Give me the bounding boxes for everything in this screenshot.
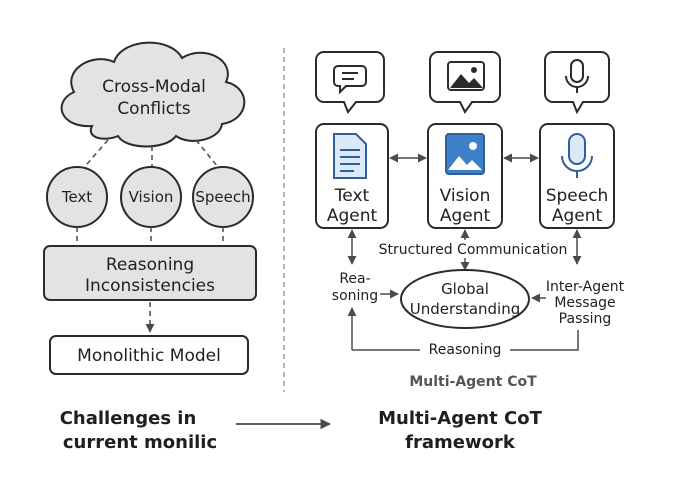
- reasoning-bottom-label: Reasoning: [429, 342, 502, 358]
- text-agent-bubble: [315, 51, 385, 114]
- chat-icon: [333, 65, 367, 95]
- structured-communication-bg: [378, 240, 568, 258]
- modality-text-label: Text: [61, 188, 92, 206]
- microphone-icon: [565, 59, 589, 93]
- monolithic-model-label: Monolithic Model: [77, 346, 221, 366]
- message-passing-line1: Inter-Agent: [546, 279, 625, 295]
- vision-agent-line2: Agent: [440, 206, 491, 226]
- cloud-to-modalities-links: [79, 139, 223, 173]
- left-title-line2: current monilic: [63, 432, 217, 453]
- modality-vision-label: Vision: [129, 188, 174, 206]
- global-understanding-line2: Understanding: [410, 300, 521, 318]
- side-reasoning-line2: soning: [332, 288, 378, 304]
- reasoning-title-line1: Reasoning: [106, 255, 194, 275]
- cloud-title-line2: Conflicts: [117, 99, 190, 119]
- reasoning-bottom-bg: [420, 340, 510, 358]
- modality-speech-circle: Speech: [192, 166, 254, 228]
- cross-modal-conflicts-cloud: Cross-Modal Conflicts: [60, 41, 246, 148]
- cloud-title-line1: Cross-Modal: [102, 77, 206, 97]
- monolithic-model-box: Monolithic Model: [49, 335, 249, 375]
- vision-agent-line1: Vision: [440, 186, 491, 206]
- speech-agent-line1: Speech: [546, 186, 609, 206]
- reasoning-inconsistencies-box: Reasoning Inconsistencies: [43, 245, 257, 301]
- side-reasoning-line1: Rea-: [339, 271, 370, 287]
- modalities-to-reasoning-links: [76, 227, 224, 246]
- left-title-line1: Challenges in: [60, 408, 197, 429]
- speech-agent-box: Speech Agent: [539, 123, 615, 229]
- microphone-agent-icon: [561, 133, 593, 178]
- global-understanding-line1: Global: [441, 280, 489, 298]
- picture-icon: [447, 61, 485, 91]
- speech-agent-line2: Agent: [552, 206, 603, 226]
- vision-agent-box: Vision Agent: [427, 123, 503, 229]
- text-agent-line1: Text: [334, 186, 370, 206]
- text-agent-box: Text Agent: [315, 123, 389, 229]
- reasoning-title-line2: Inconsistencies: [85, 276, 215, 296]
- global-understanding-ellipse: Global Understanding: [400, 269, 530, 329]
- speech-agent-bubble: [544, 51, 610, 115]
- right-title-line1: Multi-Agent CoT: [378, 408, 542, 429]
- image-icon: [445, 133, 485, 175]
- modality-vision-circle: Vision: [120, 166, 182, 228]
- text-agent-line2: Agent: [327, 206, 378, 226]
- message-passing-line3: Passing: [559, 311, 612, 327]
- structured-communication-label: Structured Communication: [379, 242, 568, 258]
- multi-agent-cot-caption: Multi-Agent CoT: [409, 374, 537, 390]
- modality-text-circle: Text: [46, 166, 108, 228]
- document-icon: [333, 133, 367, 179]
- vision-agent-bubble: [429, 51, 501, 114]
- message-passing-line2: Message: [554, 295, 615, 311]
- modality-speech-label: Speech: [195, 188, 250, 206]
- right-title-line2: framework: [405, 432, 516, 453]
